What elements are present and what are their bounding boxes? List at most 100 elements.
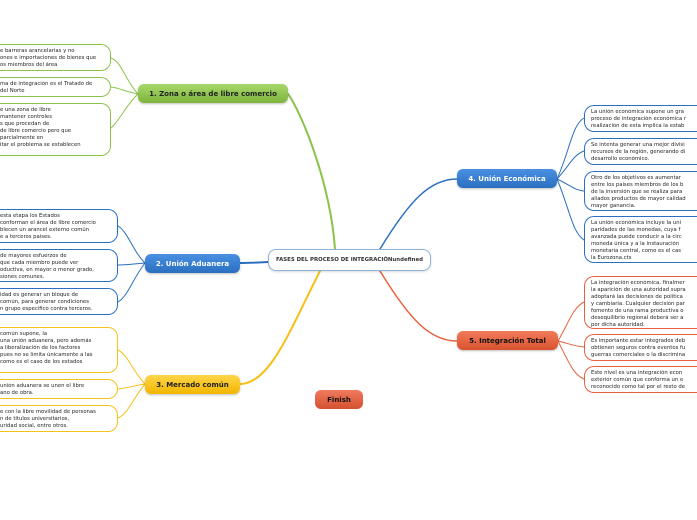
leaf-text-line: de mayores esfuerzos de <box>0 253 67 259</box>
link-branch-4-leaf-1 <box>556 117 585 180</box>
central-topic-label: FASES DEL PROCESO DE INTEGRACIÓNundefine… <box>276 257 423 263</box>
link-branch-4-leaf-3 <box>556 178 585 192</box>
leaf-text-line: por dicha autoridad. <box>591 322 645 328</box>
leaf-text-line: os miembros del área <box>0 62 58 68</box>
leaf-text-line: paridades de las monedas, cuya f <box>591 227 681 233</box>
leaf-text-line: blecen un arancel externo común <box>0 227 90 233</box>
link-center-branch-5 <box>379 270 458 342</box>
leaf-text-line: parcialmente en <box>0 135 44 141</box>
branch-2-leaf-1[interactable]: esta etapa los Estados conforman el área… <box>0 209 118 243</box>
leaf-text-line: realización de esta implica la estab <box>591 123 685 129</box>
branch-1-leaf-1[interactable]: e barreras arancelarias y no ones e impo… <box>0 44 111 71</box>
leaf-text-line: itar el problema se establecen <box>0 142 81 148</box>
branch-5-leaf-3[interactable]: Este nivel es una integración econ exter… <box>584 366 697 393</box>
leaf-text-line: reconocido como tal por el resto de <box>591 384 686 390</box>
leaf-text-line: ma de integración es el Tratado de <box>0 81 93 87</box>
branch-4-leaf-1[interactable]: La unión económica supone un gra proceso… <box>584 105 697 132</box>
leaf-text-line: oductiva, en mayor o menor grado, <box>0 267 94 273</box>
branch-1-leaf-3[interactable]: e una zona de libre mantener controles s… <box>0 103 111 156</box>
branch-2-label: 2. Unión Aduanera <box>155 259 230 268</box>
leaf-text-line: conforman el área de libre comercio <box>0 220 96 226</box>
leaf-text-line: Este nivel es una integración econ <box>591 370 683 376</box>
branch-4-leaf-3[interactable]: Otro de los objetivos es aumentar entre … <box>584 171 697 211</box>
leaf-text-line: que cada miembro puede ver <box>0 260 79 266</box>
leaf-text-line: entre los países miembros de los b <box>591 182 684 188</box>
leaf-text-line: guerras comerciales o la discrimina <box>591 352 686 358</box>
link-branch-5-leaf-1 <box>557 301 585 342</box>
leaf-text-line: adoptará las decisiones de política <box>591 294 683 300</box>
branch-3-leaf-2[interactable]: unión aduanera se unen el libre ano de o… <box>0 379 118 399</box>
leaf-text-line: de la inversión que se realiza para <box>591 189 683 195</box>
leaf-text-line: común supone, la <box>0 331 48 337</box>
leaf-text-line: ano de obra. <box>0 390 34 396</box>
link-branch-2-leaf-2 <box>117 262 146 266</box>
link-center-branch-1 <box>287 93 336 250</box>
link-branch-3-leaf-1 <box>117 349 146 385</box>
leaf-text-line: n de títulos universitarios, <box>0 416 70 422</box>
leaf-text-line: exterior común que conforma un e <box>591 377 684 383</box>
leaf-text-line: del Norte <box>0 88 25 94</box>
link-branch-2-leaf-1 <box>117 225 146 264</box>
leaf-text-line: siones comunes. <box>0 274 45 280</box>
leaf-text-line: pues no se limita únicamente a las <box>0 352 93 358</box>
leaf-text-line: e barreras arancelarias y no <box>0 48 75 54</box>
leaf-text-line: Se intenta generar una mejor divisi <box>591 142 685 148</box>
central-topic[interactable]: FASES DEL PROCESO DE INTEGRACIÓNundefine… <box>268 249 431 271</box>
leaf-text-line: Es importante estar integrados deb <box>591 338 686 344</box>
leaf-text-line: proceso de integración económica r <box>591 116 687 122</box>
leaf-text-line: La unión económica supone un gra <box>591 109 685 115</box>
leaf-text-line: e con la libre movilidad de personas <box>0 409 96 415</box>
link-branch-4-leaf-2 <box>556 150 585 180</box>
link-branch-1-leaf-2 <box>110 86 139 95</box>
leaf-text-line: uridad social, entre otros. <box>0 423 68 429</box>
link-branch-1-leaf-3 <box>110 93 139 129</box>
branch-1-leaf-2[interactable]: ma de integración es el Tratado de del N… <box>0 77 111 97</box>
leaf-text-line: unión aduanera se unen el libre <box>0 383 85 389</box>
finish-node[interactable]: Finish <box>315 390 363 409</box>
leaf-text-line: avanzada puede conducir a la circ <box>591 234 682 240</box>
leaf-text-line: s que procedan de <box>0 121 50 127</box>
branch-5-leaf-1[interactable]: La integración económica, finalmer la ap… <box>584 276 697 329</box>
branch-3-topic[interactable]: 3. Mercado común <box>145 375 240 394</box>
link-branch-2-leaf-3 <box>117 262 146 303</box>
link-branch-4-leaf-4 <box>556 178 585 241</box>
link-center-branch-3 <box>239 270 321 385</box>
leaf-text-line: moneda única y a la instauración <box>591 241 680 247</box>
link-branch-1-leaf-1 <box>110 57 139 95</box>
leaf-text-line: e una zona de libre <box>0 107 51 113</box>
leaf-text-line: como es el caso de los estados <box>0 359 83 365</box>
leaf-text-line: Otro de los objetivos es aumentar <box>591 175 681 181</box>
link-branch-3-leaf-2 <box>117 383 146 390</box>
branch-4-leaf-4[interactable]: La unión económica incluye la uni parida… <box>584 216 697 263</box>
branch-3-label: 3. Mercado común <box>156 380 229 389</box>
branch-3-leaf-3[interactable]: e con la libre movilidad de personas n d… <box>0 405 118 432</box>
branch-1-label: 1. Zona o área de libre comercio <box>149 89 277 98</box>
leaf-text-line: mayor ganancia. <box>591 203 636 209</box>
branch-5-leaf-2[interactable]: Es importante estar integrados deb obtie… <box>584 334 697 361</box>
leaf-text-line: monetaria central, como es el cas <box>591 248 682 254</box>
leaf-text-line: la Eurozona.cts <box>591 255 632 261</box>
link-branch-5-leaf-2 <box>557 340 585 348</box>
leaf-text-line: fomento de una rama productiva o <box>591 308 684 314</box>
branch-4-topic[interactable]: 4. Unión Económica <box>457 169 557 188</box>
branch-4-leaf-2[interactable]: Se intenta generar una mejor divisi recu… <box>584 138 697 165</box>
leaf-text-line: de libre comercio pero que <box>0 128 72 134</box>
branch-4-label: 4. Unión Económica <box>468 174 546 183</box>
leaf-text-line: desequilibrio regional deberá ser a <box>591 315 684 321</box>
link-branch-5-leaf-3 <box>557 340 585 380</box>
leaf-text-line: La unión económica incluye la uni <box>591 220 682 226</box>
branch-1-topic[interactable]: 1. Zona o área de libre comercio <box>138 84 288 103</box>
leaf-text-line: a liberalización de los factores <box>0 345 81 351</box>
branch-5-topic[interactable]: 5. Integración Total <box>457 331 558 350</box>
branch-2-leaf-3[interactable]: idad es generar un bloque de común, para… <box>0 288 118 315</box>
branch-2-topic[interactable]: 2. Unión Aduanera <box>145 254 240 273</box>
leaf-text-line: desarrollo económico. <box>591 156 650 162</box>
leaf-text-line: esta etapa los Estados <box>0 213 60 219</box>
link-branch-3-leaf-3 <box>117 383 146 419</box>
branch-3-leaf-1[interactable]: común supone, la una unión aduanera, per… <box>0 327 118 373</box>
leaf-text-line: n grupo específico contra terceros. <box>0 306 93 312</box>
link-center-branch-4 <box>379 178 458 250</box>
branch-2-leaf-2[interactable]: de mayores esfuerzos de que cada miembro… <box>0 249 118 282</box>
leaf-text-line: una unión aduanera, pero además <box>0 338 92 344</box>
